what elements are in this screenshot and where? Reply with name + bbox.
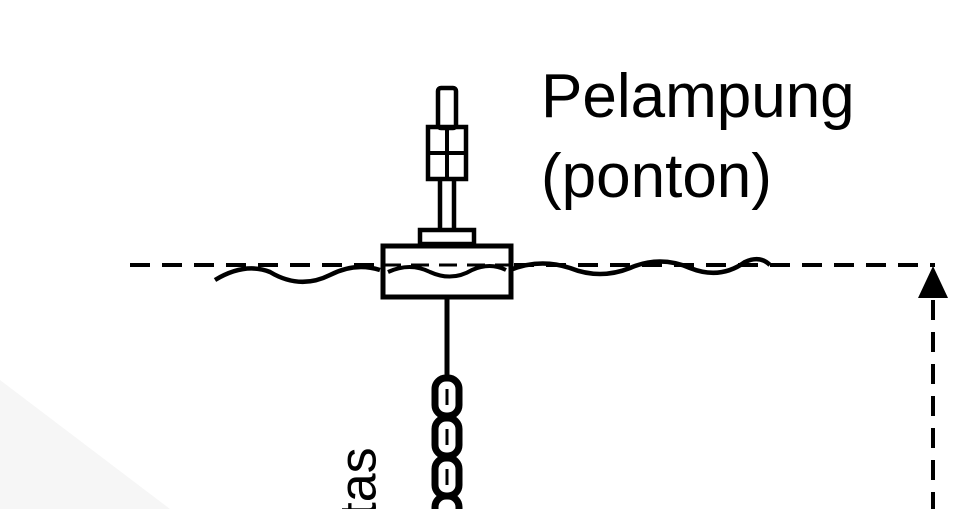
float-label-line-1: Pelampung — [541, 62, 855, 131]
background-shadow — [0, 380, 170, 509]
float-label-line-2: (ponton) — [541, 142, 772, 211]
chain-label: tas — [329, 447, 388, 509]
chain-icon — [431, 374, 463, 509]
water-surface-wave — [213, 256, 772, 285]
arrow-up-icon — [918, 266, 948, 298]
buoy-icon — [380, 85, 514, 300]
